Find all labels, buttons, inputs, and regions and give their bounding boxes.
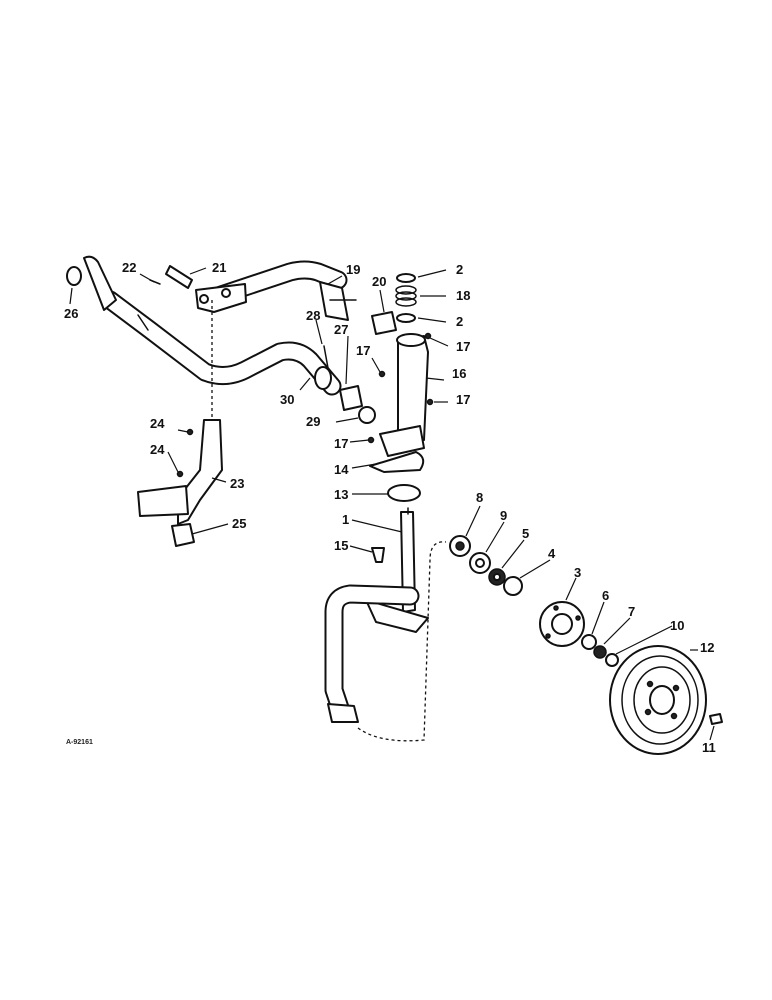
part-caster-fork <box>324 507 447 742</box>
callout-14: 14 <box>334 462 349 477</box>
callout-12: 12 <box>700 640 714 655</box>
part-cup-4 <box>503 576 523 596</box>
part-hanger-bracket <box>137 300 223 547</box>
part-upper-arm <box>195 260 357 321</box>
callout-23: 23 <box>230 476 244 491</box>
part-handle-tube <box>83 255 342 396</box>
callout-18: 18 <box>456 288 470 303</box>
part-washer-10 <box>605 653 619 667</box>
callout-22: 22 <box>122 260 136 275</box>
part-bushing-20 <box>371 311 397 335</box>
part-washer-2-top <box>396 273 416 283</box>
callout-17-right-lower: 17 <box>456 392 470 407</box>
callout-3: 3 <box>574 565 581 580</box>
part-seal-5 <box>488 568 506 586</box>
part-grease-fittings-17 <box>367 332 434 444</box>
part-spindle-housing <box>379 333 429 457</box>
part-washer-29 <box>358 406 376 424</box>
callout-17-left: 17 <box>356 343 370 358</box>
callout-2-top: 2 <box>456 262 463 277</box>
callout-11: 11 <box>702 740 716 755</box>
callout-6: 6 <box>602 588 609 603</box>
part-stud-11 <box>709 713 723 725</box>
part-ring-26 <box>66 266 82 286</box>
part-nut-7 <box>593 645 607 659</box>
part-roll-pin-28 <box>323 345 329 369</box>
part-bushing-27 <box>339 385 363 411</box>
part-plate-14 <box>369 451 425 473</box>
callout-13: 13 <box>334 487 348 502</box>
callout-24-lower: 24 <box>150 442 165 457</box>
part-hub-3 <box>539 601 585 647</box>
callout-20: 20 <box>372 274 386 289</box>
callout-19: 19 <box>346 262 360 277</box>
callout-30: 30 <box>280 392 294 407</box>
part-spring-18 <box>395 285 417 307</box>
callout-8: 8 <box>476 490 483 505</box>
callout-26: 26 <box>64 306 78 321</box>
callout-29: 29 <box>306 414 320 429</box>
part-ring-13 <box>387 484 421 502</box>
callout-7: 7 <box>628 604 635 619</box>
callout-21: 21 <box>212 260 226 275</box>
callout-16: 16 <box>452 366 466 381</box>
part-bolt-15 <box>371 547 385 563</box>
callout-25: 25 <box>232 516 246 531</box>
callout-28: 28 <box>306 308 320 323</box>
part-bearing-8 <box>449 535 471 557</box>
part-pin-21 <box>165 265 193 289</box>
leader-lines <box>69 267 715 741</box>
callout-4: 4 <box>548 546 556 561</box>
part-nuts-24 <box>176 428 194 478</box>
callout-15: 15 <box>334 538 348 553</box>
callout-17-right-upper: 17 <box>456 339 470 354</box>
callout-5: 5 <box>522 526 529 541</box>
callout-9: 9 <box>500 508 507 523</box>
callout-2-bottom: 2 <box>456 314 463 329</box>
callout-17-lower: 17 <box>334 436 348 451</box>
part-cone-6 <box>581 634 597 650</box>
callout-10: 10 <box>670 618 684 633</box>
figure-reference-code: A-92161 <box>66 739 93 746</box>
part-washer-2-bottom <box>396 313 416 323</box>
part-spacer-9 <box>469 552 491 574</box>
callout-24-upper: 24 <box>150 416 165 431</box>
callout-1: 1 <box>342 512 349 527</box>
part-wheel-rim-12 <box>609 645 707 755</box>
callout-27: 27 <box>334 322 348 337</box>
